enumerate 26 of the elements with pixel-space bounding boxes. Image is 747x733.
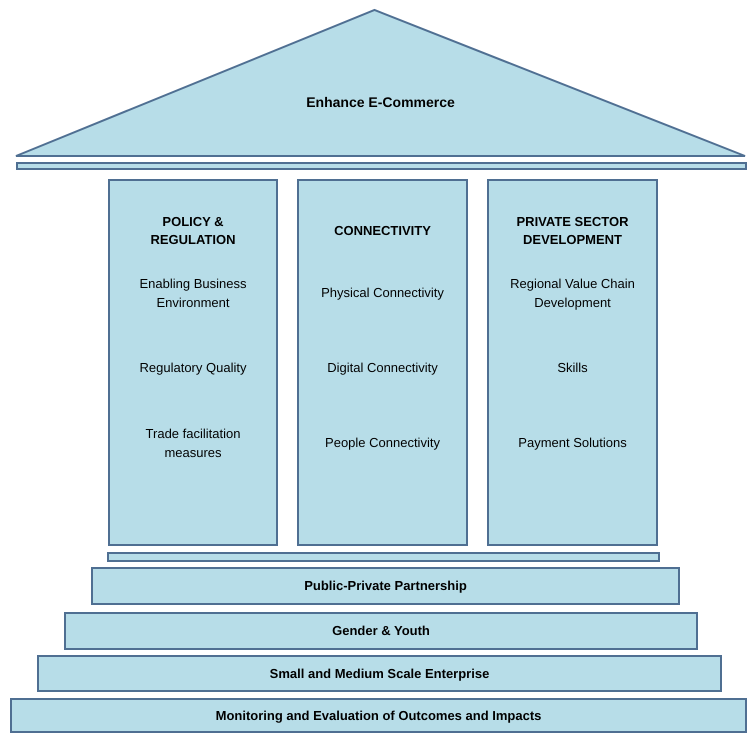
band-label: Public-Private Partnership <box>304 577 467 596</box>
pillar-item: Regional Value Chain Development <box>509 274 636 312</box>
step-band <box>37 655 722 692</box>
pillar-item: Trade facilitation measures <box>144 424 242 462</box>
pillar <box>297 179 468 546</box>
pillar-heading: POLICY & REGULATION <box>150 213 236 249</box>
step-band <box>64 612 698 650</box>
pillar <box>108 179 278 546</box>
pillar-item: Enabling Business Environment <box>138 274 248 312</box>
pillar-item: Regulatory Quality <box>140 359 246 377</box>
roof-title: Enhance E-Commerce <box>306 93 455 112</box>
pillar-item: Digital Connectivity <box>327 359 438 377</box>
step-band <box>91 567 680 605</box>
step-band <box>10 698 747 733</box>
pillar-item: Skills <box>557 359 588 377</box>
band-label: Small and Medium Scale Enterprise <box>270 664 490 683</box>
base-bar <box>16 162 747 170</box>
band-label: Monitoring and Evaluation of Outcomes and Impacts <box>216 706 542 725</box>
pillar-heading: CONNECTIVITY <box>334 222 431 240</box>
pillar <box>487 179 658 546</box>
pillar-item: People Connectivity <box>325 434 440 452</box>
pillar-item: Physical Connectivity <box>321 284 444 302</box>
pillar-item: Payment Solutions <box>518 434 627 452</box>
pillar-heading: PRIVATE SECTOR DEVELOPMENT <box>516 213 630 249</box>
base-bar <box>107 552 660 562</box>
band-label: Gender & Youth <box>332 622 430 640</box>
